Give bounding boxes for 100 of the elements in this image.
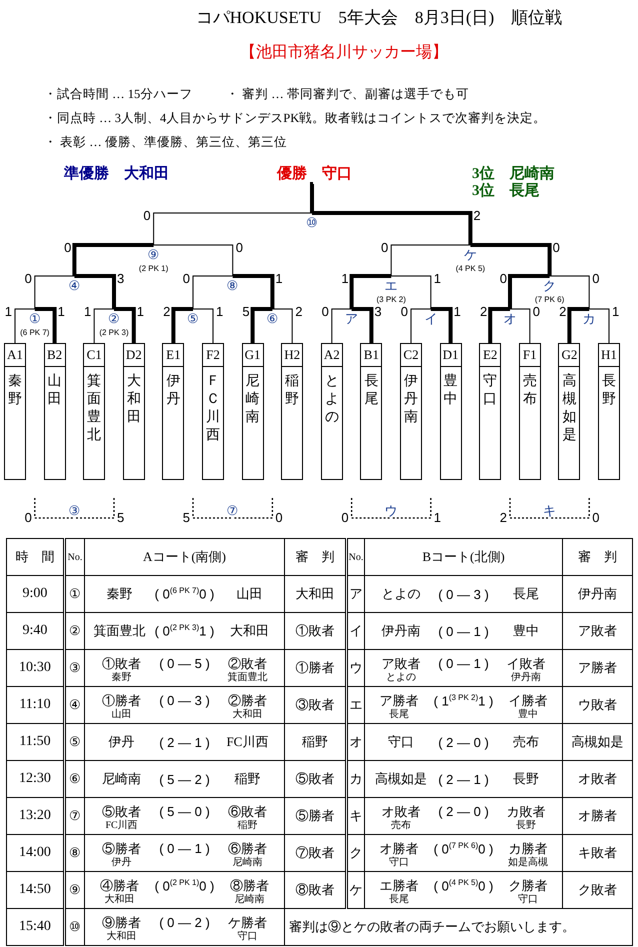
referee-name: ⑧敗者 [296,882,334,897]
bracket-line [510,308,530,344]
team-note: 秦野 [110,672,133,682]
team-name: 尼崎南 [101,770,142,788]
referee-name: オ勝者 [578,808,617,823]
match-number: ⑧ [69,845,81,860]
bracket-line [567,307,590,343]
match-number: ウ [350,660,362,675]
team-name: 山田 [47,373,62,409]
match-number: ⑤ [187,312,199,326]
match-score: ( 2 — 1 ) [158,734,211,750]
team-note: 大和田 [106,932,138,940]
match-score: ( 2 — 0 ) [437,734,490,750]
referee-name: ①勝者 [296,660,334,675]
seed-label: F1 [520,344,540,367]
bracket-line [72,243,154,276]
team-name: ⑨勝者 [101,914,142,930]
dotted-bracket-line [350,498,392,519]
bracket-slot [4,343,26,480]
score-label: 1 [84,305,92,319]
score-label: 0 [322,305,329,319]
bracket-line [312,211,472,245]
match-number: ⑦ [226,504,239,518]
seed-label: D1 [440,344,461,367]
bracket-line [350,274,392,309]
seed-label: A1 [5,344,25,367]
score-label: 0 [143,209,151,223]
bracket-line [390,244,471,276]
score-label: 2 [473,209,481,223]
bracket-slot [44,343,66,480]
pk-score: (2 PK 3) [98,328,130,337]
match-number: ⑧ [226,279,239,293]
match-time: 12:30 [19,771,51,786]
team-name: ①勝者 [101,692,142,708]
bracket-line [410,308,432,344]
team-note: 売布 [390,820,412,830]
referee-name: ア勝者 [578,660,617,675]
team-note: 稲野 [236,820,258,830]
score-label: 3 [374,305,382,319]
bracket-line [171,307,193,343]
pk-score: (4 PK 5) [454,264,486,273]
referee-name: オ敗者 [578,771,617,786]
referee-name: ア敗者 [578,623,617,638]
team-name: 守口 [387,733,416,751]
bracket-line [352,307,374,343]
match-time: 14:00 [19,845,51,860]
score-label: 0 [182,272,190,286]
column-header: 審 判 [296,549,334,564]
seed-label: C2 [401,344,421,367]
team-note: 箕面豊北 [226,672,268,682]
dotted-bracket-line [550,498,590,519]
match-number: ア [345,312,358,326]
team-name: エ勝者 [378,876,420,894]
team-name: 売布 [522,373,538,409]
bracket-slot [83,343,106,480]
note-text: ・試合時間 … 15分ハーフ [44,86,192,103]
bracket-line [310,182,314,213]
bracket-line [74,274,116,309]
team-name: 伊丹南 [380,622,422,640]
team-name: 稲野 [233,770,262,788]
pk-score: (6 PK 7) [19,328,50,337]
match-number: ケ [464,248,477,262]
team-name: オ敗者 [380,802,422,820]
match-score: ( 5 — 0 ) [158,804,211,819]
seed-label: H1 [599,344,619,367]
note-text: ・同点時 … 3人制、4人目からサドンデスPK戦。敗者戦はコイントスで次審判を決定。 [44,110,546,127]
bracket-line [272,308,293,344]
match-number: オ [504,312,516,326]
team-name: ①敗者 [101,654,142,672]
seed-label: E1 [163,344,184,367]
team-name: ⑤敗者 [101,802,142,820]
bracket-slot [202,343,224,480]
bracket-slot [281,343,304,480]
team-note: とよの [385,672,418,682]
team-name: ②勝者 [226,692,268,708]
team-name: 大和田 [229,622,270,640]
team-name: ア敗者 [380,654,422,672]
score-label: 2 [163,305,170,319]
match-score: ( 1$^{(3 PK 2)}$1 ) [432,692,494,708]
team-name: 伊丹南 [404,373,418,427]
bracket-line [34,307,57,343]
score-label: 5 [117,511,124,525]
team-name: ア勝者 [378,692,420,709]
note-text: ・ 審判 … 帯同審判で、副審は選手でも可 [226,86,469,103]
team-name: ク勝者 [508,876,549,894]
bracket-line [232,274,274,309]
team-name: 伊丹 [166,373,181,409]
bracket-line [192,276,234,310]
referee-name: ク敗者 [578,882,617,897]
match-number: ア [350,586,362,601]
team-name: ④勝者 [98,876,140,894]
match-number: キ [543,504,556,518]
team-name: 長野 [512,770,540,788]
pk-score: (7 PK 6) [534,295,566,304]
dotted-bracket-line [34,498,74,519]
score-label: 0 [24,272,32,286]
seed-label: G2 [559,344,580,367]
bracket-line [14,308,36,344]
team-name: オ勝者 [378,840,420,856]
score-label: 3 [117,272,124,286]
